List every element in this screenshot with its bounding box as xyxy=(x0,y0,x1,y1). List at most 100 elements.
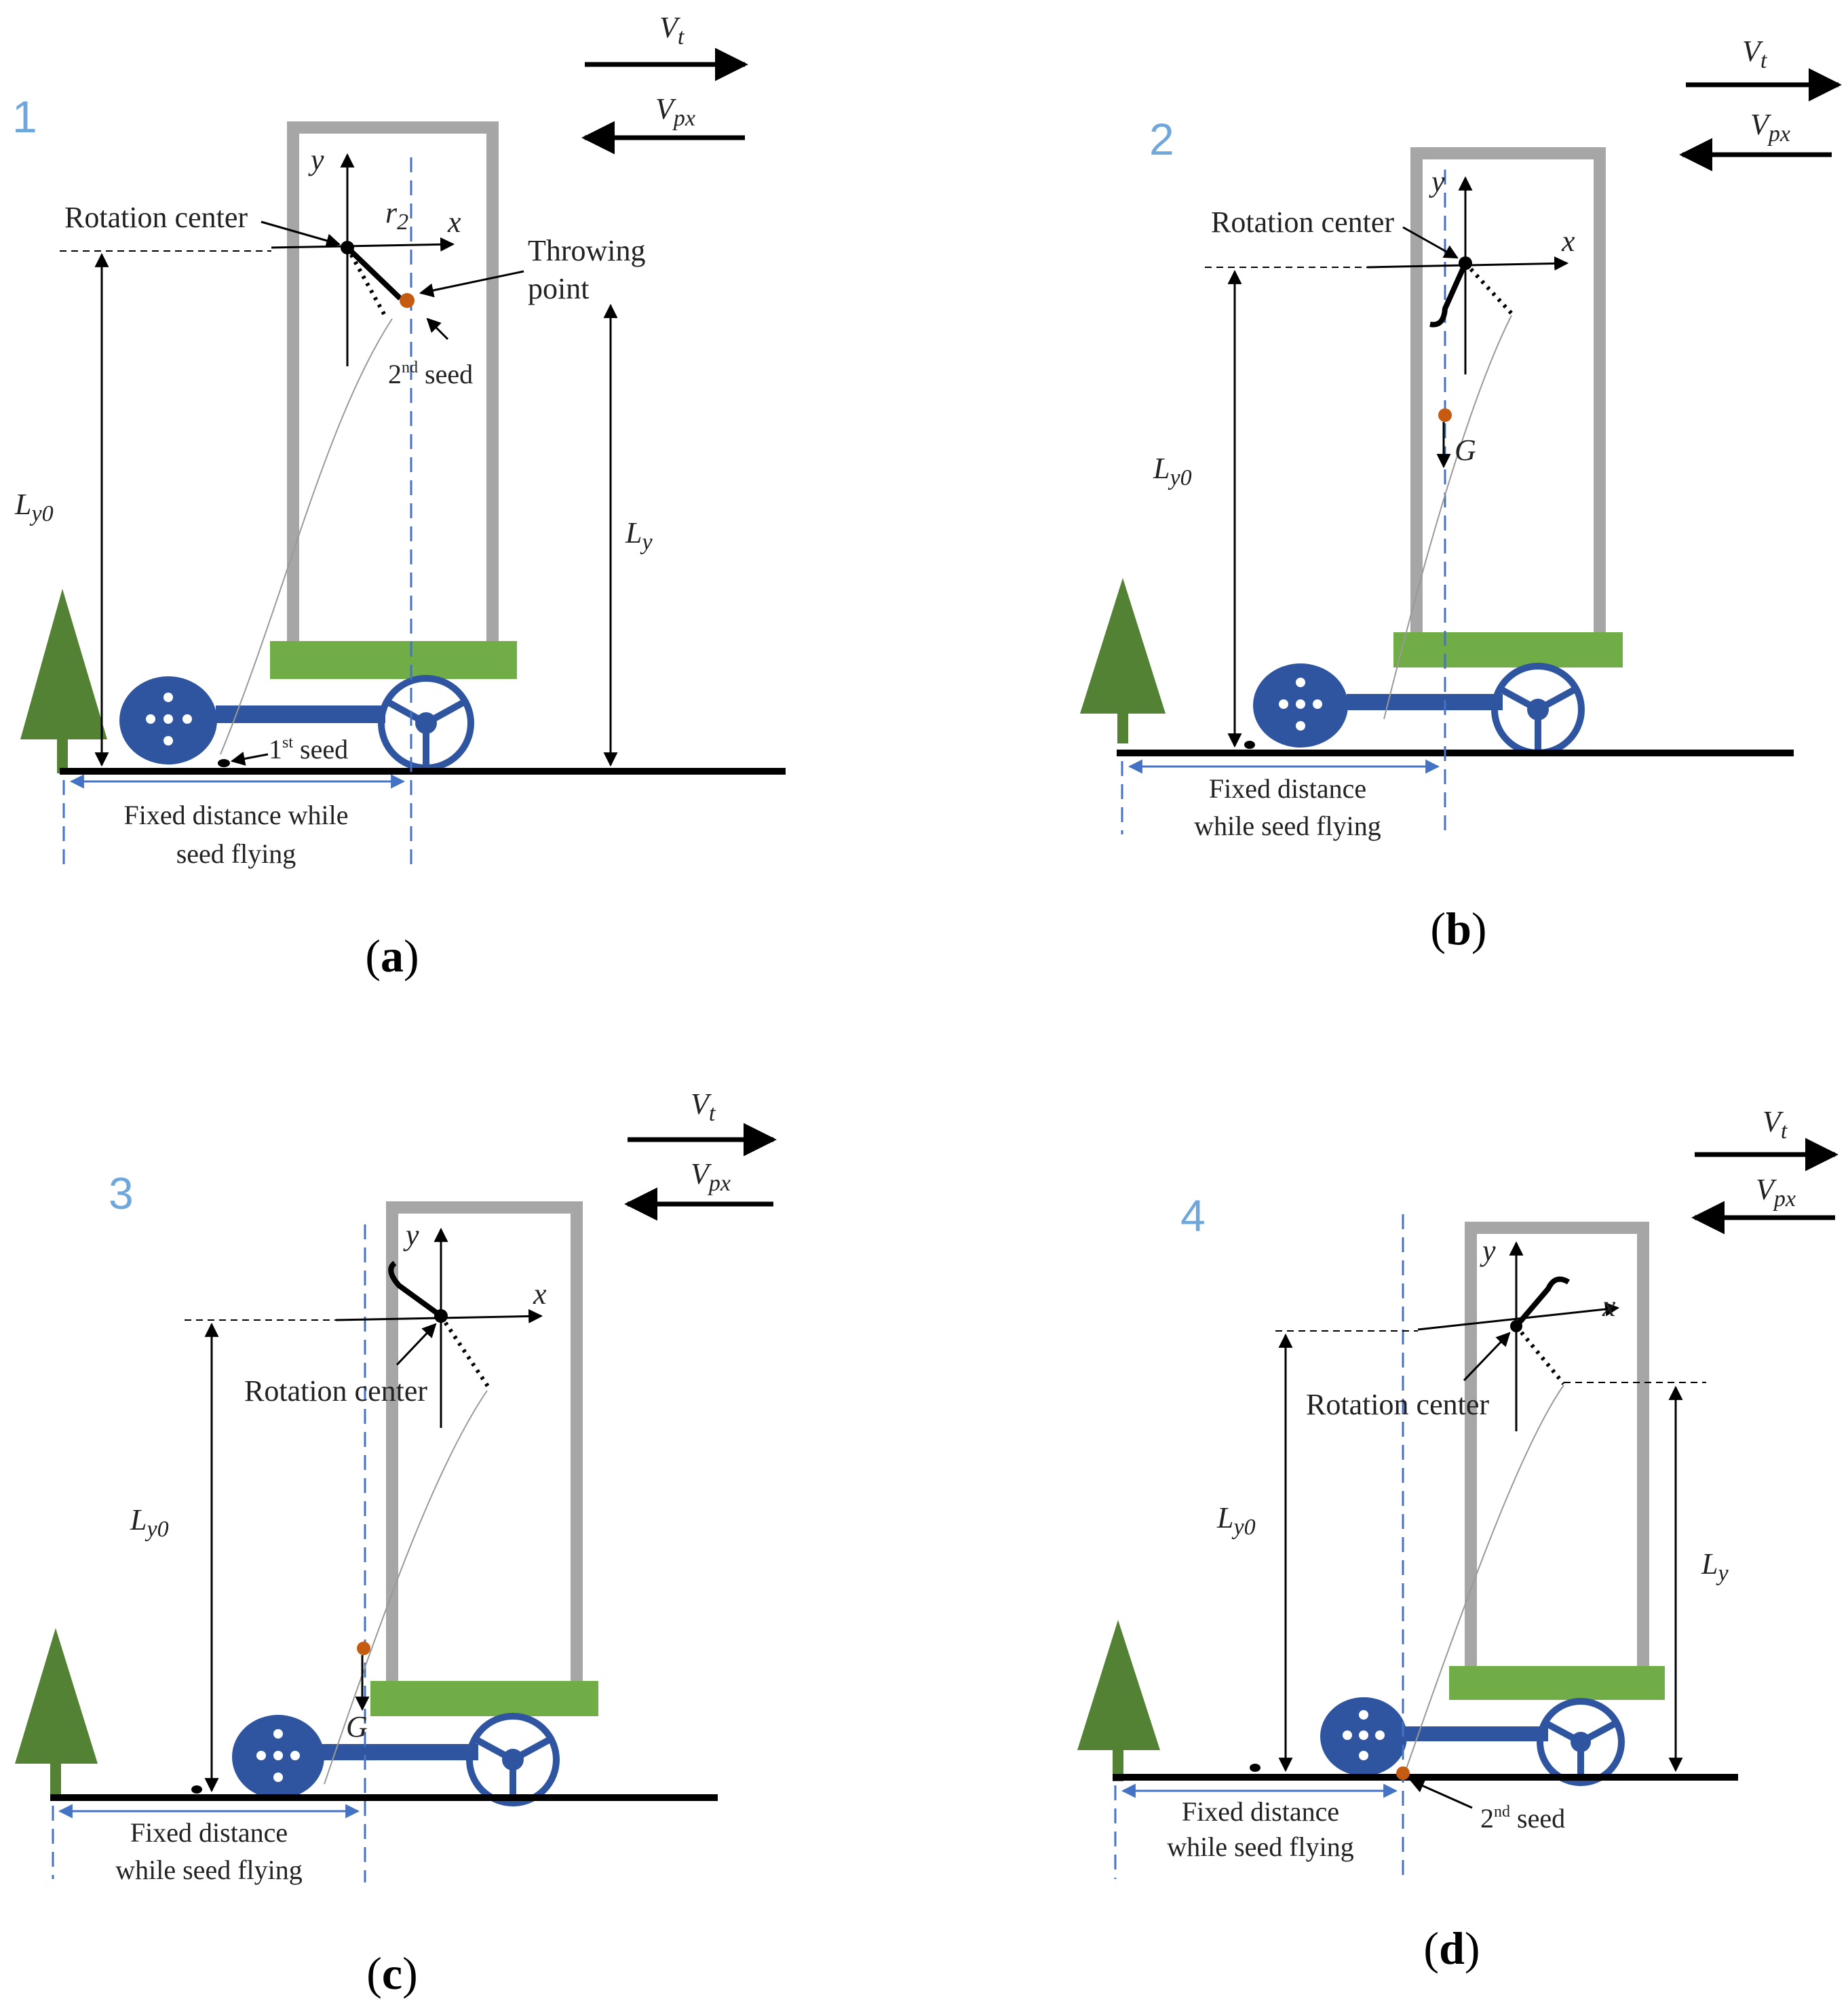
x-axis xyxy=(1417,1302,1620,1331)
caption-d: (d) xyxy=(1423,1922,1480,1974)
throwing-point-label-line1: Throwing xyxy=(528,234,646,267)
throwing-arm xyxy=(345,246,402,301)
gravity-label: G xyxy=(346,1710,368,1743)
x-axis xyxy=(271,237,455,252)
frame xyxy=(386,1201,583,1686)
frame xyxy=(1410,147,1606,634)
fixed-distance-label-line2: while seed flying xyxy=(1167,1832,1354,1862)
x-axis-label: x xyxy=(1561,225,1575,258)
y-axis-label: y xyxy=(308,143,324,176)
fixed-distance-label-line2: while seed flying xyxy=(1194,811,1381,841)
y-axis-label: y xyxy=(403,1218,419,1252)
vt-label: Vt xyxy=(659,11,685,50)
panel-c: 3 Vt Vpx Fixed distance while seed xyxy=(15,1087,777,1999)
frame xyxy=(287,121,499,641)
tree-icon xyxy=(20,589,107,773)
step-number-3: 3 xyxy=(109,1168,134,1218)
seed-dot xyxy=(357,1642,370,1655)
tree-icon xyxy=(1077,1620,1160,1781)
throwing-point-label-line2: point xyxy=(528,272,589,305)
vehicle xyxy=(232,1713,560,1806)
rotation-center-label: Rotation center xyxy=(244,1374,427,1408)
rotation-center-label: Rotation center xyxy=(64,201,248,234)
rotation-center-label: Rotation center xyxy=(1306,1388,1489,1421)
fixed-distance-label-line2: while seed flying xyxy=(115,1855,303,1885)
second-seed-pointer xyxy=(426,317,449,341)
rotation-center-pointer xyxy=(396,1323,437,1366)
first-seed xyxy=(1244,741,1255,749)
caption-a: (a) xyxy=(365,930,419,982)
platform xyxy=(370,1681,598,1716)
step-number-1: 1 xyxy=(12,92,37,142)
arm-dotted xyxy=(1463,261,1514,315)
ly-label: Ly xyxy=(625,516,653,555)
throwing-arm xyxy=(1429,262,1468,328)
step-number-4: 4 xyxy=(1180,1190,1206,1241)
arm-dotted xyxy=(439,1315,490,1389)
ly0-label: Ly0 xyxy=(14,488,54,526)
y-axis-label: y xyxy=(1480,1234,1496,1267)
y-axis-label: y xyxy=(1429,165,1445,198)
vt-label: Vt xyxy=(1742,35,1768,73)
fixed-distance-label-line1: Fixed distance xyxy=(1182,1796,1339,1827)
vehicle xyxy=(1320,1697,1625,1786)
throwing-arm xyxy=(388,1260,443,1319)
frame xyxy=(1465,1222,1649,1669)
vehicle xyxy=(119,675,474,771)
seed-trajectory xyxy=(324,1390,488,1785)
rotation-center-label: Rotation center xyxy=(1211,206,1394,239)
vt-label: Vt xyxy=(1763,1105,1788,1144)
fixed-distance-label-line1: Fixed distance while xyxy=(123,800,348,830)
caption-b: (b) xyxy=(1430,903,1486,954)
step-number-2: 2 xyxy=(1149,114,1174,164)
vpx-label: Vpx xyxy=(691,1157,731,1196)
seed-dot xyxy=(400,293,415,308)
fixed-distance-label-line1: Fixed distance xyxy=(130,1817,288,1848)
x-axis-label: x xyxy=(533,1277,547,1311)
second-seed-label: 2nd seed xyxy=(1480,1803,1565,1834)
platform xyxy=(1449,1666,1665,1700)
seed-dot xyxy=(1438,408,1452,422)
rotation-center-pointer xyxy=(1402,226,1459,259)
ly0-label: Ly0 xyxy=(1216,1501,1256,1540)
first-seed xyxy=(218,759,230,767)
ly0-label: Ly0 xyxy=(1153,452,1192,490)
vpx-label: Vpx xyxy=(1750,108,1790,147)
gravity-label: G xyxy=(1455,433,1476,467)
seed-trajectory xyxy=(220,318,393,755)
tree-icon xyxy=(15,1628,98,1795)
panel-a: 1 Vt Vpx xyxy=(12,11,786,982)
second-seed-pointer xyxy=(1410,1779,1473,1809)
x-axis-label: x xyxy=(447,206,461,239)
vpx-label: Vpx xyxy=(655,92,695,131)
throwing-point-pointer xyxy=(419,270,524,298)
throwing-arm xyxy=(1514,1276,1571,1328)
fixed-distance-label-line1: Fixed distance xyxy=(1209,773,1366,804)
seed-trajectory xyxy=(1405,1384,1564,1771)
fixed-distance-label-line2: seed flying xyxy=(176,838,296,869)
vpx-label: Vpx xyxy=(1756,1173,1796,1212)
rotation-center-pointer xyxy=(1463,1332,1511,1382)
platform xyxy=(270,641,517,679)
second-seed-label: 2nd seed xyxy=(388,359,473,389)
first-seed-pointer xyxy=(230,752,269,766)
panel-d: 4 Vt Vpx Fixed distance while seed xyxy=(1077,1105,1839,1974)
seed-dot xyxy=(1396,1766,1410,1780)
first-seed xyxy=(191,1785,202,1794)
tree-icon xyxy=(1080,578,1166,743)
vehicle xyxy=(1253,663,1585,756)
arm-dotted xyxy=(345,246,389,320)
ly0-label: Ly0 xyxy=(130,1503,169,1542)
caption-c: (c) xyxy=(366,1948,418,1999)
vt-label: Vt xyxy=(691,1087,716,1126)
seed-trajectory xyxy=(1383,315,1512,720)
first-seed xyxy=(1250,1764,1260,1772)
arm-dotted xyxy=(1514,1325,1566,1385)
x-axis-label: x xyxy=(1602,1290,1616,1323)
r2-label: r2 xyxy=(385,196,408,235)
panel-b: 2 Vt Vpx Fixed distance while seed xyxy=(1080,35,1842,954)
rotation-center-pointer xyxy=(261,220,341,248)
first-seed-label: 1st seed xyxy=(269,734,348,764)
